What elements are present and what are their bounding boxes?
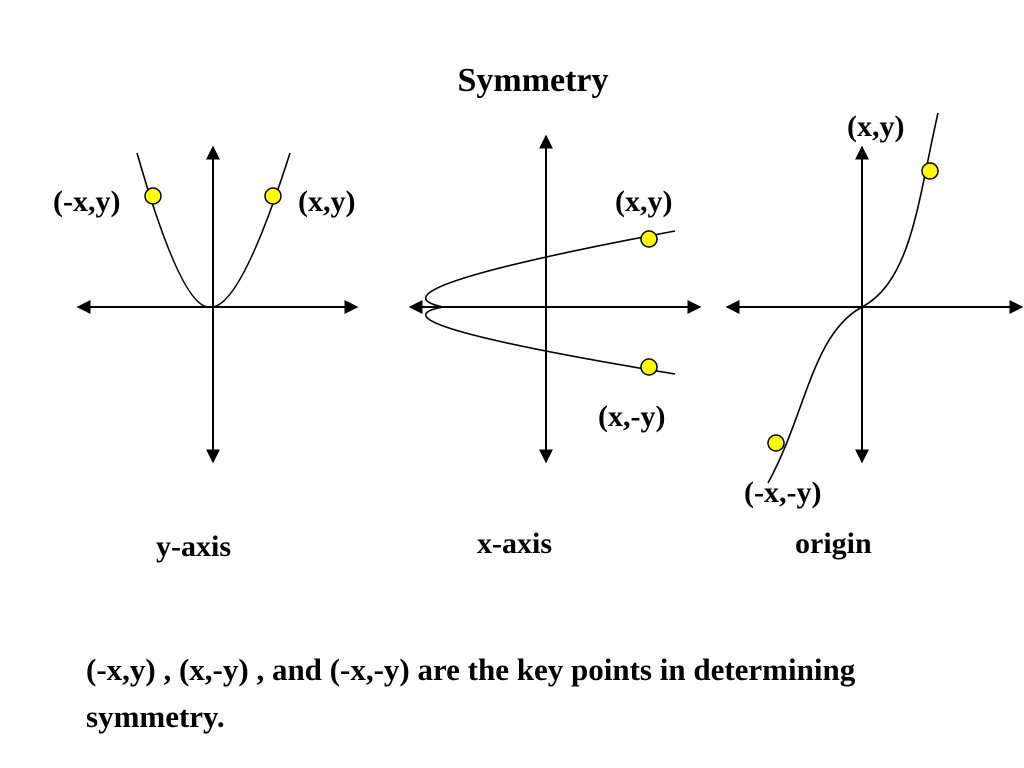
point-x-y — [264, 187, 282, 205]
panel-x-axis — [408, 134, 702, 464]
panel-origin — [725, 112, 1024, 484]
panel-y-axis — [76, 145, 359, 464]
caption-x-axis: x-axis — [477, 527, 552, 560]
label-neg-x-y: (-x,y) — [53, 185, 121, 218]
point-x-y — [640, 230, 658, 248]
sideways-parabola-curve — [424, 230, 676, 375]
caption-origin: origin — [795, 527, 872, 560]
explanation-text: (-x,y) , (x,-y) , and (-x,-y) are the ke… — [86, 652, 856, 734]
point-x-neg-y — [640, 358, 658, 376]
point-neg-x-neg-y — [767, 434, 785, 452]
label-x-y: (x,y) — [847, 110, 905, 143]
cubic-curve — [767, 112, 939, 484]
label-x-y: (x,y) — [298, 185, 356, 218]
caption-y-axis: y-axis — [156, 530, 231, 563]
point-neg-x-y — [144, 187, 162, 205]
label-neg-x-neg-y: (-x,-y) — [744, 476, 822, 509]
parabola-curve — [136, 152, 291, 308]
point-x-y — [921, 162, 939, 180]
label-x-neg-y: (x,-y) — [598, 400, 666, 433]
label-x-y: (x,y) — [615, 185, 673, 218]
slide-title: Symmetry — [457, 62, 609, 99]
